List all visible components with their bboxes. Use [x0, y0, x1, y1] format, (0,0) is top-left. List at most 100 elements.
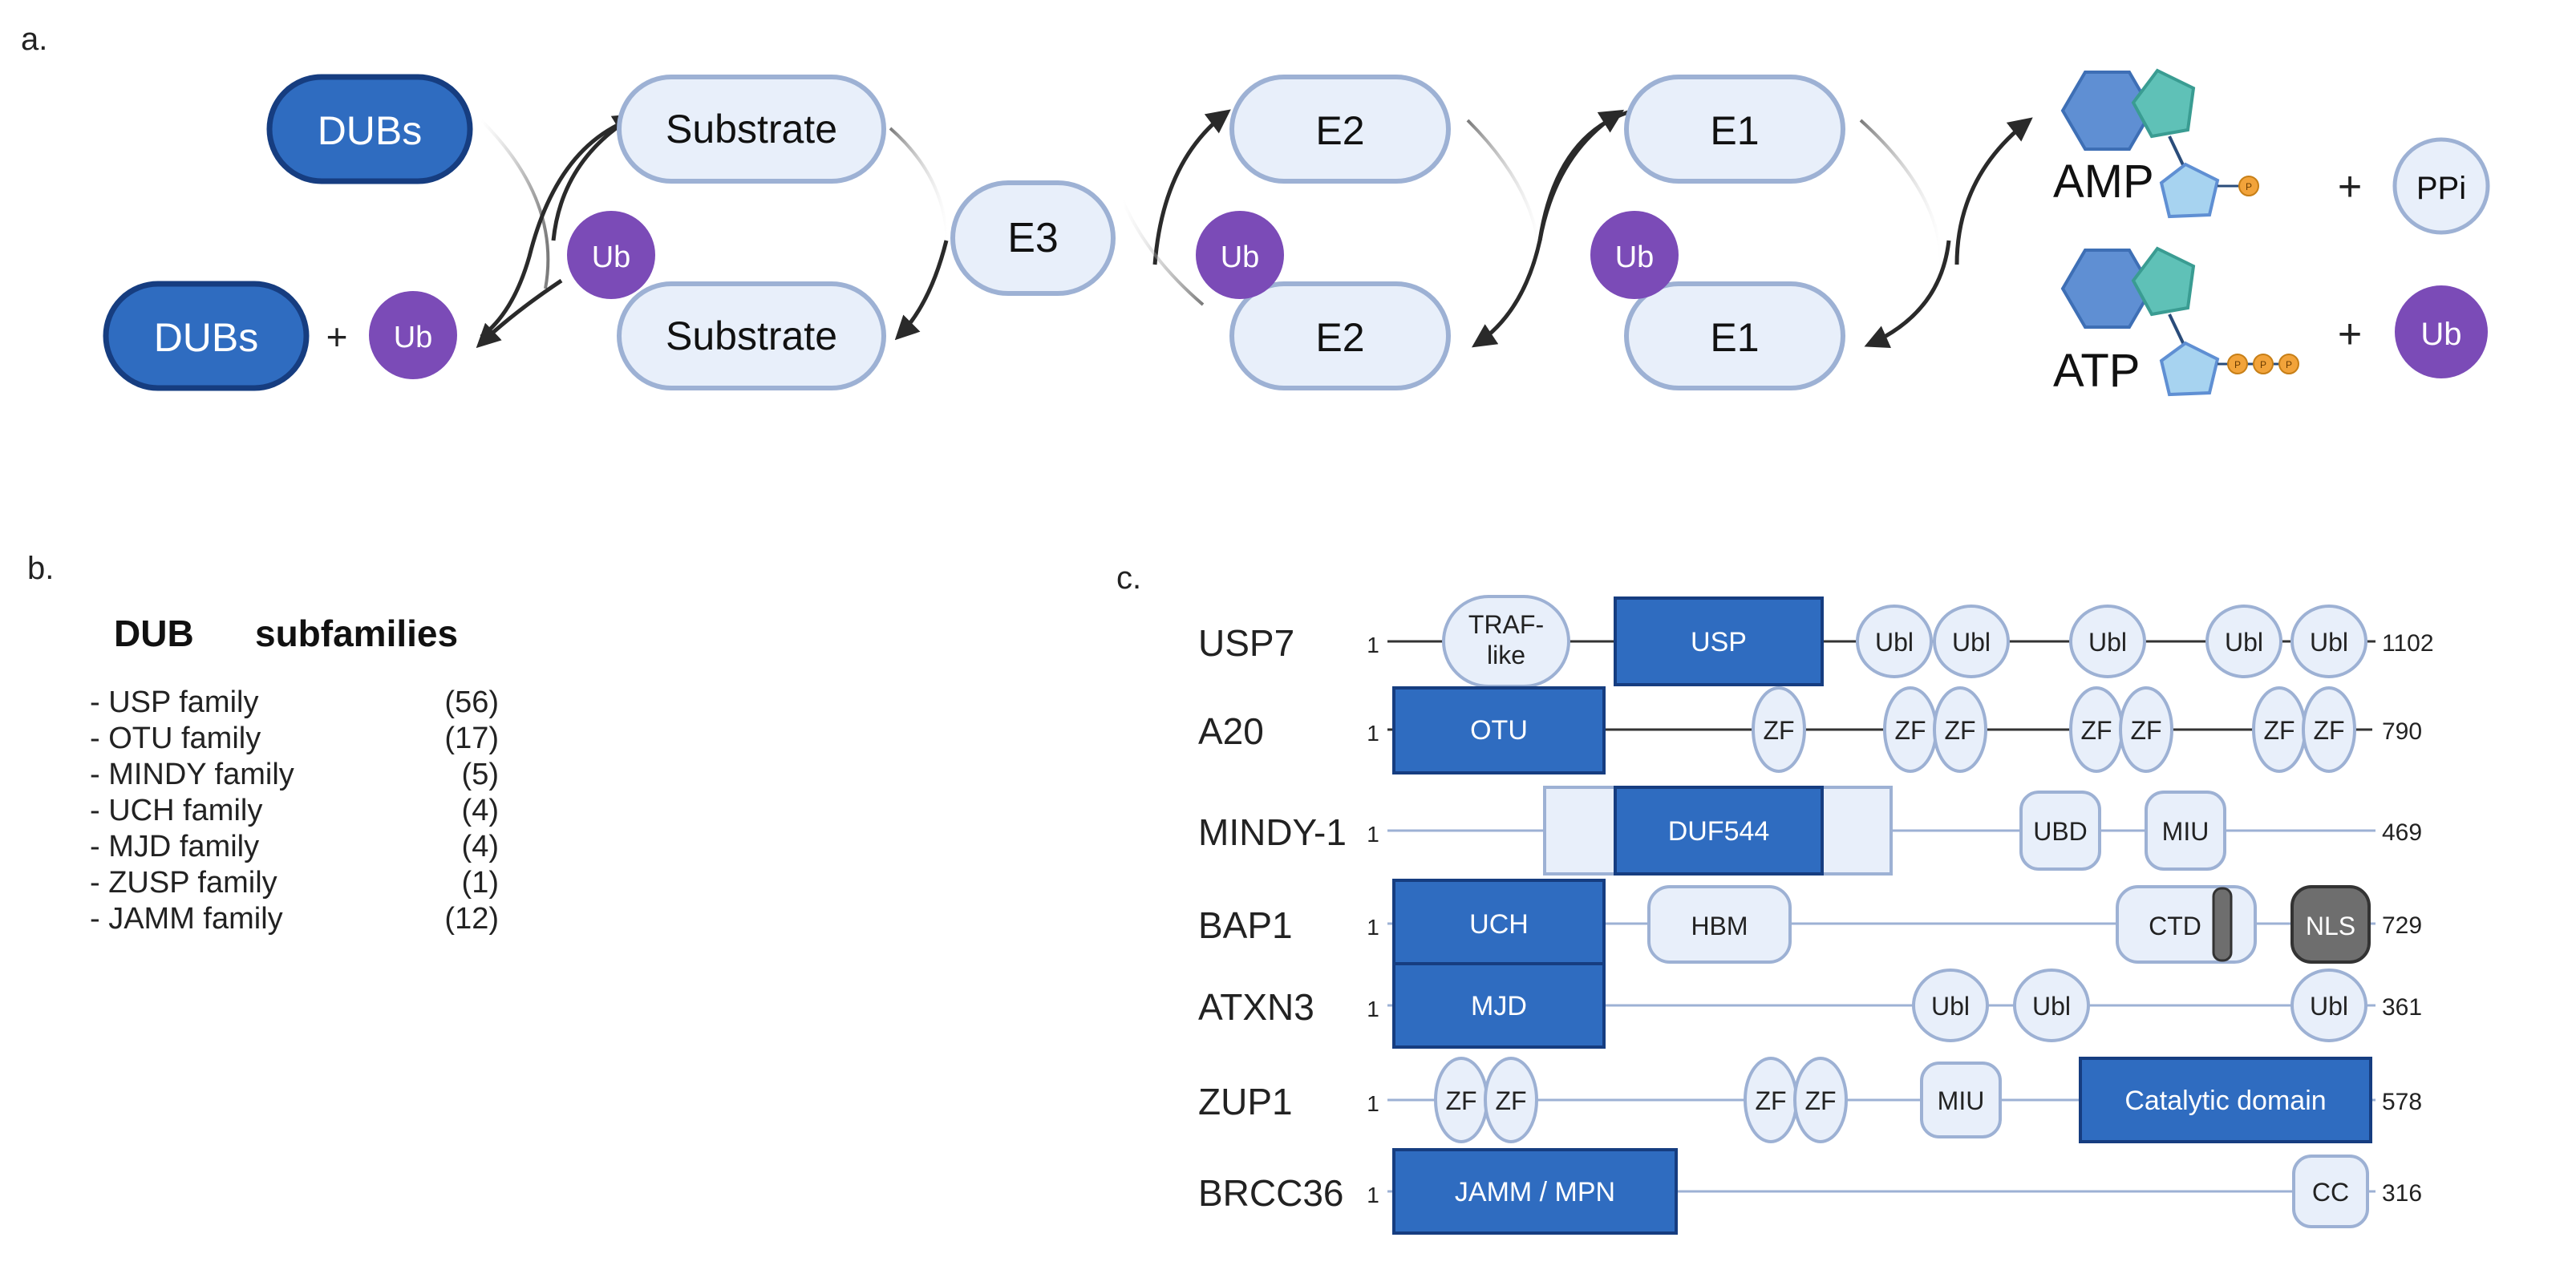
curve-dub-left [480, 119, 550, 289]
dubs-pill-top: DUBs [266, 74, 473, 184]
e1-top-label: E1 [1710, 108, 1759, 153]
domain-catalytic: Catalytic domain [2079, 1057, 2372, 1143]
family-count: (5) [462, 758, 499, 791]
family-name: - ZUSP family [90, 866, 277, 900]
panel-b-title-left: DUB [114, 613, 194, 654]
domain-label-zf-z3: ZF [1755, 1086, 1786, 1115]
domain-label-zf-z1: ZF [1445, 1086, 1476, 1115]
end-usp7: 1102 [2382, 630, 2434, 657]
protein-name-bap1: BAP1 [1198, 904, 1293, 946]
protein-row-a20: A20 1 OTU ZF ZF ZF ZF ZF ZF ZF 790 [1198, 686, 2422, 774]
arrow-to-amp [1954, 117, 2033, 265]
domain-label-ctd: CTD [2149, 912, 2201, 940]
plus-left: + [326, 316, 348, 358]
ub-circle-e2: Ub [1196, 211, 1284, 299]
domain-label-zf-a1: ZF [1763, 716, 1794, 745]
ub-circle-substrate: Ub [567, 211, 655, 299]
arrow-to-e2 [1152, 109, 1231, 265]
family-row: - USP family(56) [90, 685, 499, 719]
family-row: - ZUSP family(1) [90, 866, 499, 900]
protein-name-zup1: ZUP1 [1198, 1081, 1293, 1122]
domain-zf-z3: ZF [1744, 1057, 1798, 1143]
end-a20: 790 [2382, 718, 2422, 745]
family-name: - JAMM family [90, 902, 283, 936]
domain-ubl-4: Ubl [2205, 605, 2282, 678]
start-zup1: 1 [1367, 1091, 1379, 1116]
panel-c: c. USP7 1 TRAF-like USP Ubl Ubl Ubl Ubl … [1116, 560, 2434, 1235]
domain-duf544: DUF544 [1614, 786, 1824, 876]
domain-ubd: UBD [2019, 791, 2101, 871]
domain-label-ubl-x1: Ubl [1931, 992, 1970, 1021]
plus-right-top: + [2338, 164, 2362, 210]
end-zup1: 578 [2382, 1089, 2422, 1115]
ppi-circle: PPi [2392, 137, 2490, 235]
panel-b-label: b. [27, 551, 54, 586]
atp-label: ATP [2053, 345, 2141, 397]
amp-molecule: P AMP [2053, 68, 2259, 219]
family-row: - UCH family(4) [90, 794, 499, 827]
domain-zf-a7: ZF [2302, 686, 2356, 773]
domain-label-zf-a5: ZF [2130, 716, 2161, 745]
domain-label-ubl-3: Ubl [2088, 628, 2127, 657]
ub-right-label: Ub [2420, 317, 2461, 352]
ppi-label: PPi [2416, 171, 2466, 206]
ub-circle-right: Ub [2395, 285, 2488, 378]
dubs-pill-bottom: DUBs [103, 281, 310, 391]
domain-nls: NLS [2290, 885, 2371, 964]
atp-phosphate-1: P [2234, 359, 2241, 370]
domain-usp: USP [1614, 596, 1824, 686]
e1-bottom-label: E1 [1710, 315, 1759, 360]
substrate-top-label: Substrate [666, 107, 837, 152]
domain-label-duf544: DUF544 [1668, 816, 1770, 847]
domain-zf-a2: ZF [1883, 686, 1938, 773]
domain-label-zf-z2: ZF [1495, 1086, 1526, 1115]
family-name: - USP family [90, 685, 258, 719]
domain-ubl-1: Ubl [1856, 605, 1933, 678]
protein-row-bap1: BAP1 1 UCH HBM CTD NLS 729 [1198, 879, 2422, 969]
start-brcc36: 1 [1367, 1183, 1379, 1207]
domain-ubl-x2: Ubl [2013, 969, 2090, 1042]
domain-uch: UCH [1392, 879, 1606, 969]
domain-zf-a3: ZF [1933, 686, 1987, 773]
domain-label-cc: CC [2312, 1178, 2349, 1207]
start-atxn3: 1 [1367, 997, 1379, 1021]
protein-row-atxn3: ATXN3 1 MJD Ubl Ubl Ubl 361 [1198, 962, 2422, 1049]
protein-name-atxn3: ATXN3 [1198, 986, 1314, 1028]
domain-label-zf-a3: ZF [1944, 716, 1975, 745]
domain-label-mjd: MJD [1471, 991, 1527, 1021]
domain-miu-z: MIU [1920, 1062, 2002, 1138]
arrow-to-e1 [1537, 109, 1625, 241]
panel-b: b. DUB subfamilies - USP family(56)- OTU… [27, 551, 499, 936]
curve-e2-left [1121, 200, 1205, 306]
panel-a-label: a. [21, 22, 47, 57]
domain-ubl-x1: Ubl [1912, 969, 1989, 1042]
domain-otu: OTU [1392, 686, 1606, 774]
arrow-release-ub [476, 278, 563, 349]
amp-label: AMP [2053, 156, 2154, 208]
ub-circle-free: Ub [369, 291, 457, 379]
domain-ubl-3: Ubl [2069, 605, 2146, 678]
arrow-to-substrate-ub [894, 240, 949, 341]
domain-ctd: CTD [2116, 885, 2257, 964]
atp-phosphate-2: P [2260, 359, 2266, 370]
domain-label-zf-a4: ZF [2080, 716, 2112, 745]
amp-phosphate: P [2246, 181, 2252, 192]
protein-name-a20: A20 [1198, 710, 1264, 752]
family-row: - MINDY family (5) [90, 758, 499, 791]
end-brcc36: 316 [2382, 1180, 2422, 1207]
domain-label-ubl-x3: Ubl [2310, 992, 2348, 1021]
protein-row-zup1: ZUP1 1 ZF ZF ZF ZF MIU Catalytic domain … [1198, 1057, 2422, 1143]
start-usp7: 1 [1367, 633, 1379, 657]
panel-b-title-right: subfamilies [255, 613, 458, 654]
domain-label-hbm: HBM [1691, 912, 1748, 940]
domain-label-miu-z: MIU [1938, 1086, 1985, 1115]
domain-label-uch: UCH [1469, 909, 1529, 940]
panel-c-label: c. [1116, 560, 1141, 596]
family-name: - MINDY family [90, 758, 294, 791]
curve-e2-e1 [1466, 119, 1541, 265]
e2-pill-bottom: E2 [1229, 281, 1451, 390]
domain-zf-z1: ZF [1434, 1057, 1488, 1143]
family-count: (4) [462, 794, 499, 827]
domain-label-zf-z4: ZF [1804, 1086, 1836, 1115]
protein-name-brcc36: BRCC36 [1198, 1172, 1344, 1214]
